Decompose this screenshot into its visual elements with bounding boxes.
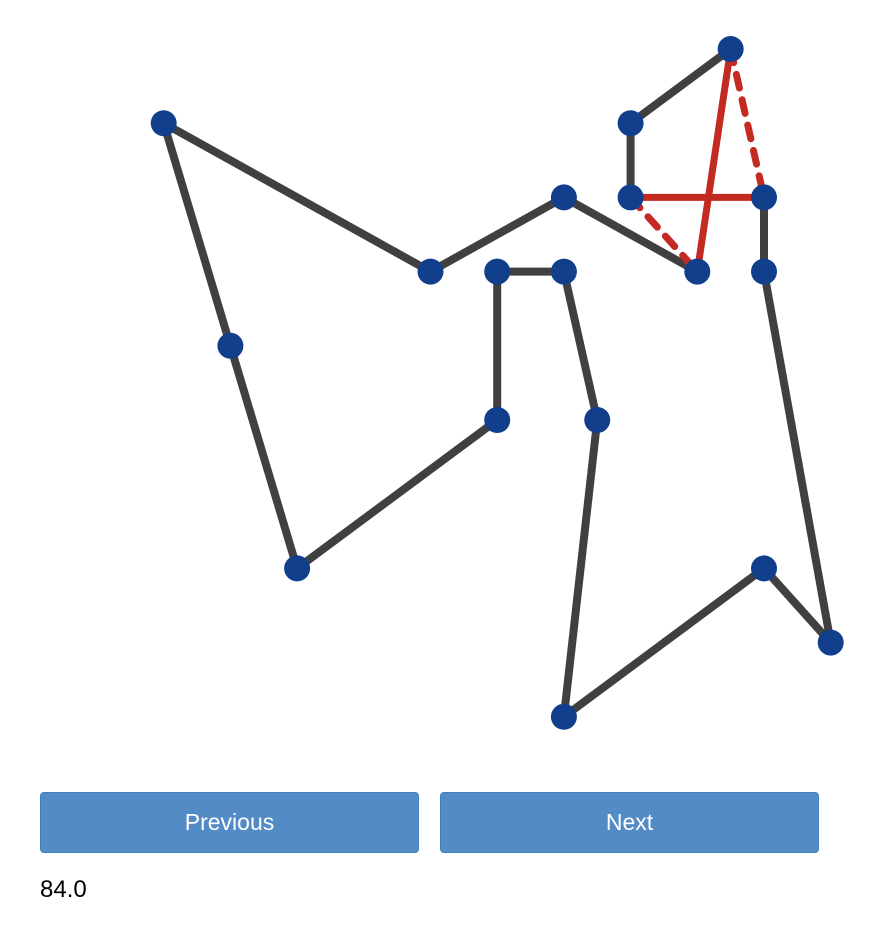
tour-edge	[159, 119, 435, 276]
previous-button[interactable]: Previous	[40, 792, 419, 853]
tour-edge	[626, 45, 735, 128]
city-node	[550, 703, 577, 730]
city-node	[550, 258, 577, 285]
city-node	[484, 258, 511, 285]
city-node	[684, 258, 711, 285]
city-node	[751, 258, 777, 285]
removed-edge	[627, 193, 701, 276]
city-node	[417, 258, 444, 285]
city-node	[217, 332, 244, 359]
tour-edge	[426, 193, 568, 276]
city-node	[284, 555, 311, 582]
city-node	[550, 184, 577, 211]
tour-edge	[559, 267, 602, 424]
tour-edge	[559, 193, 702, 276]
tour-edge	[760, 267, 835, 647]
city-node	[751, 555, 777, 582]
tour-edge	[159, 119, 235, 350]
tour-edge	[559, 416, 602, 721]
added-edges	[627, 45, 768, 276]
city-node	[817, 629, 844, 656]
tour-edges	[159, 45, 835, 721]
tour-edge	[293, 416, 502, 573]
added-edge	[693, 45, 735, 276]
city-node	[617, 184, 644, 211]
city-node	[717, 36, 744, 62]
removed-edge	[727, 45, 768, 201]
city-node	[584, 407, 611, 433]
next-button[interactable]: Next	[440, 792, 819, 853]
city-node	[484, 407, 511, 433]
tour-edge	[760, 564, 835, 647]
tour-nodes	[150, 36, 844, 730]
tour-edge	[559, 564, 768, 721]
city-node	[150, 110, 177, 137]
city-node	[617, 110, 644, 137]
city-node	[751, 184, 777, 211]
tour-length-value: 84.0	[40, 876, 87, 903]
removed-edges	[627, 45, 768, 276]
tour-edge	[226, 341, 302, 573]
tour-diagram	[150, 36, 844, 730]
